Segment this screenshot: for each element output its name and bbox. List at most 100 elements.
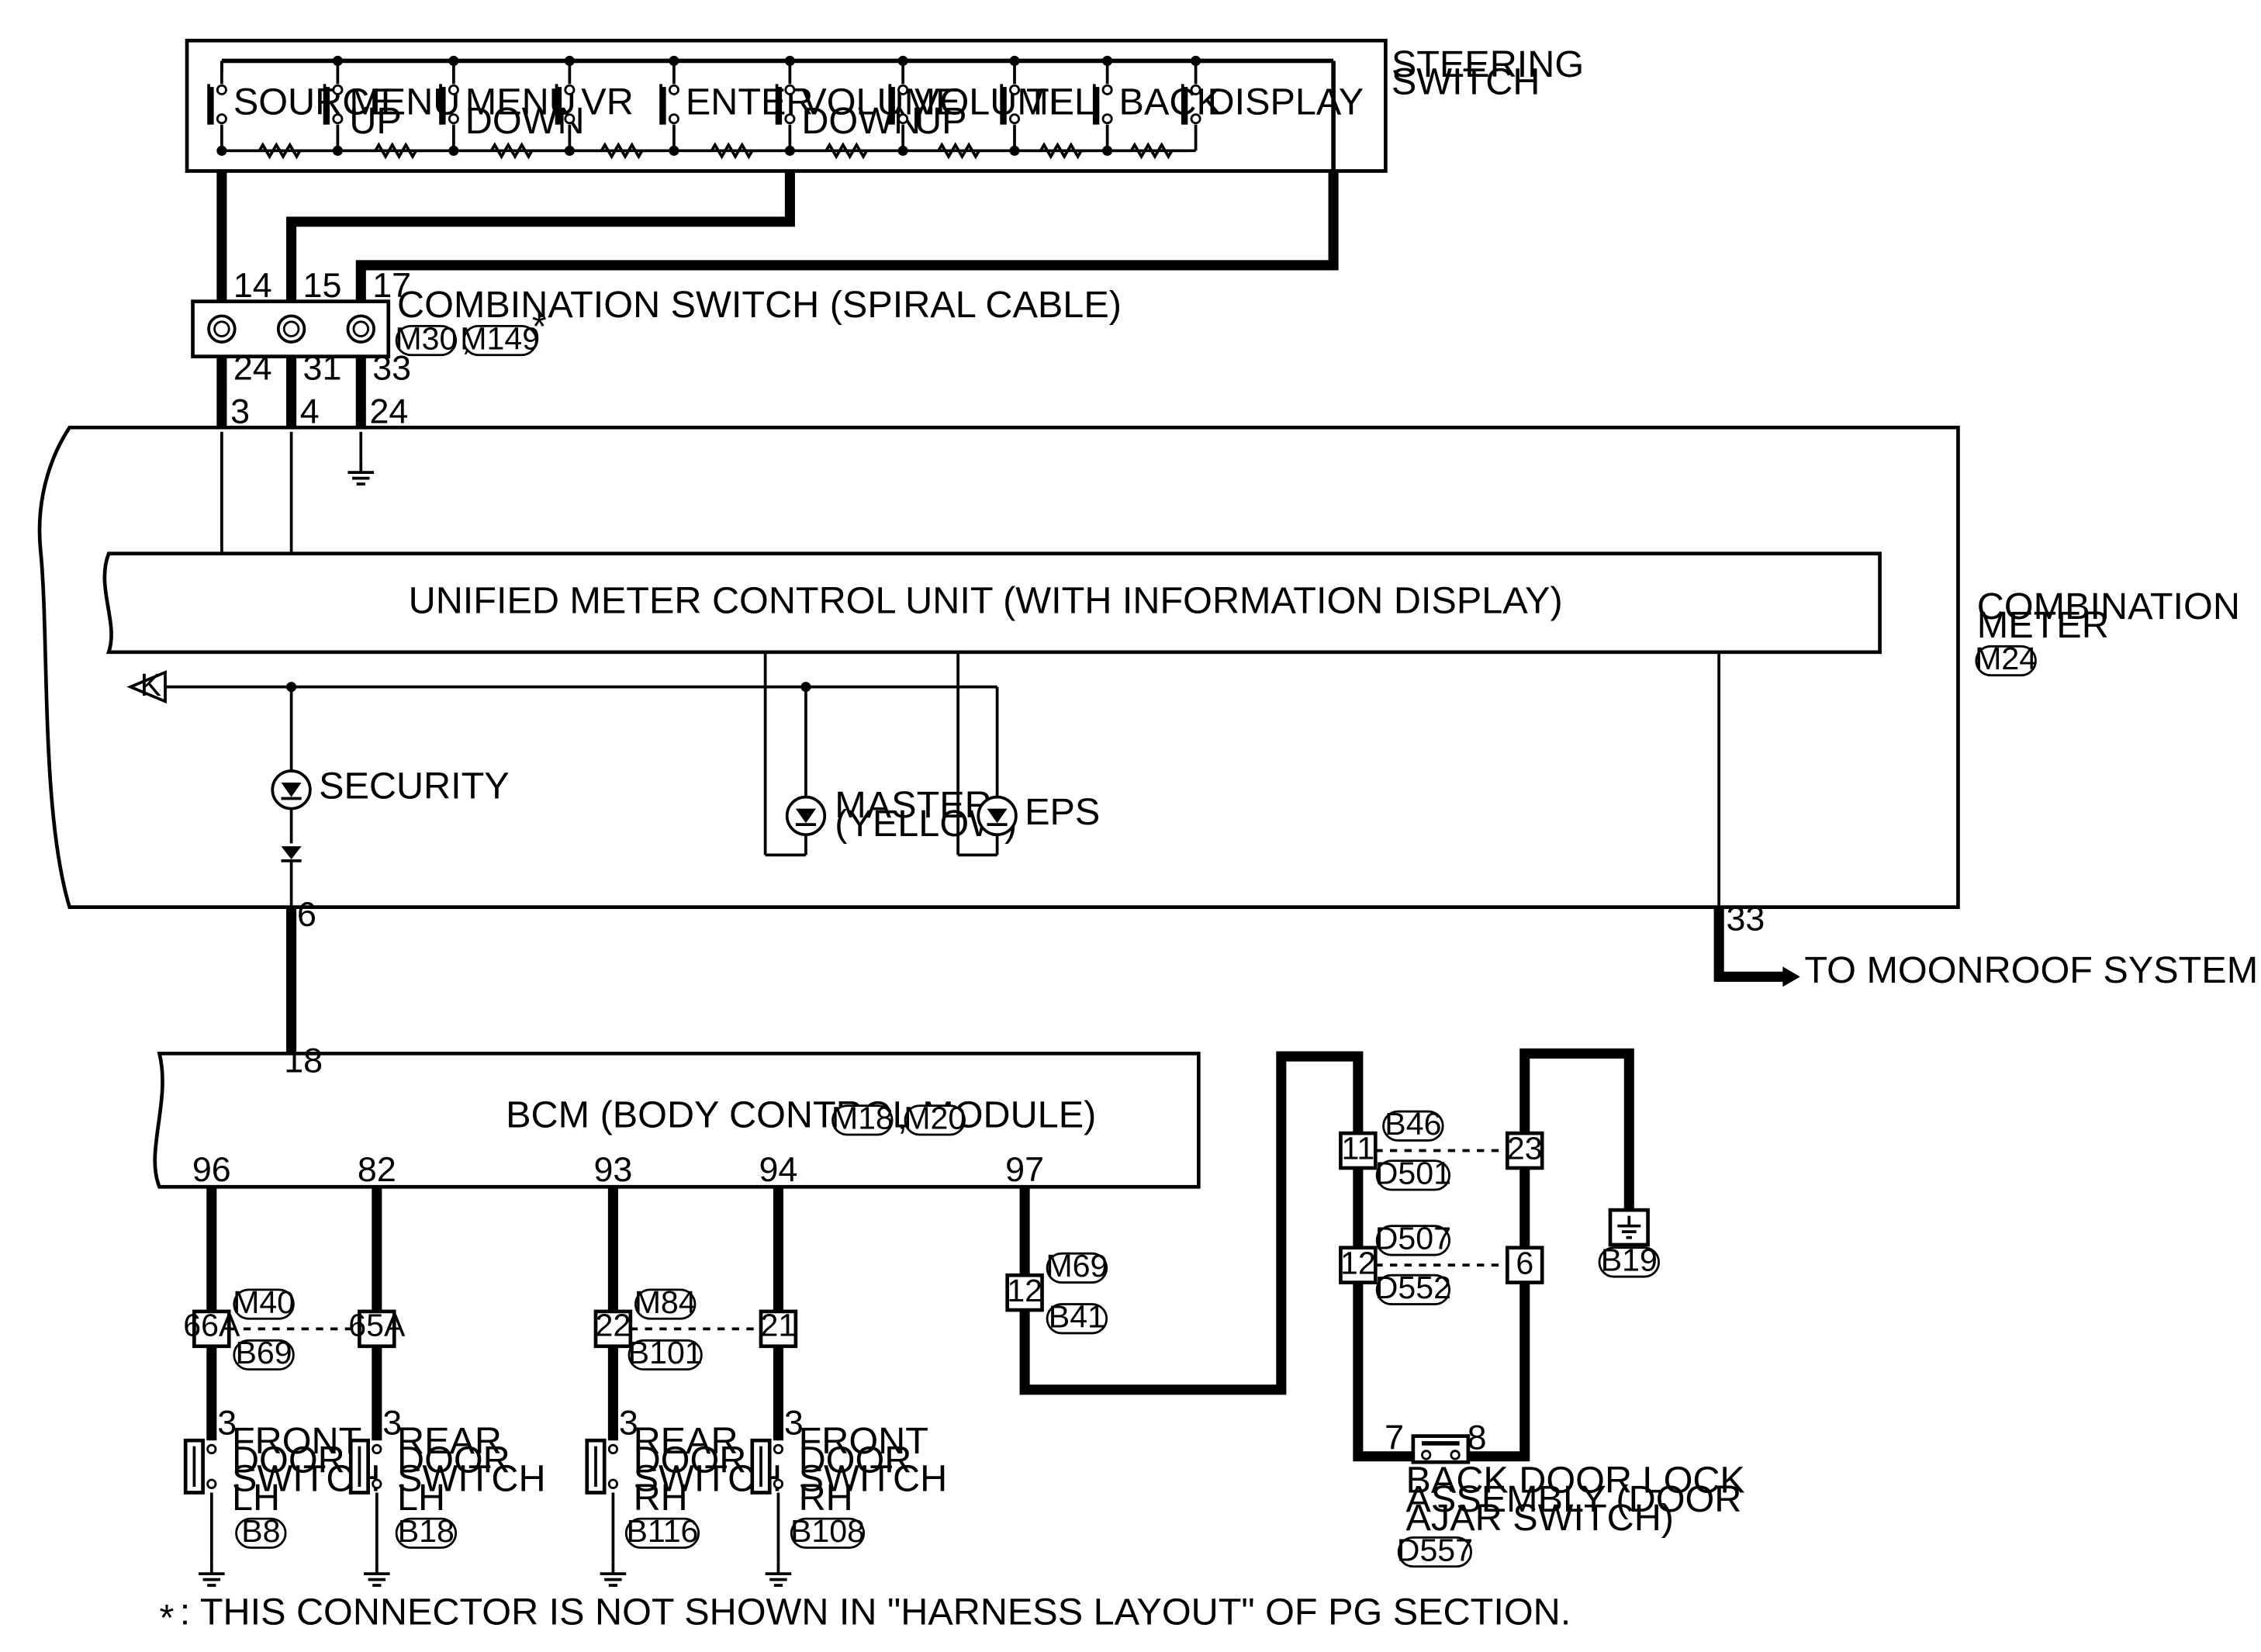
door-switch-label: RH bbox=[634, 1477, 688, 1519]
door-switch-label: DOOR bbox=[634, 1439, 747, 1481]
junction-dot bbox=[564, 145, 575, 156]
terminal-ring bbox=[1101, 84, 1113, 95]
switch-terminal bbox=[773, 1478, 784, 1489]
moonroof-label: TO MOONROOF SYSTEM bbox=[1804, 949, 2258, 991]
spiral-ring-inner bbox=[352, 320, 370, 337]
led-triangle-icon bbox=[795, 808, 817, 824]
door-switch-icon bbox=[183, 1438, 217, 1495]
spiral-terminal-icon bbox=[346, 314, 375, 344]
connector-badge-outline bbox=[904, 1104, 966, 1136]
pin-number: 3 bbox=[217, 1403, 237, 1443]
connector-badge-outline bbox=[233, 1339, 295, 1371]
master-lamp-label: MASTER bbox=[835, 784, 991, 826]
diode-icon bbox=[281, 846, 302, 859]
terminal-ring bbox=[1190, 84, 1201, 95]
connector-id: M84 bbox=[634, 1284, 697, 1320]
connector-badge-outline bbox=[395, 324, 458, 357]
door-switch-icon bbox=[585, 1438, 619, 1495]
pin-number: 15 bbox=[303, 265, 342, 305]
arrow-right-icon bbox=[1782, 966, 1800, 987]
pin-number: 14 bbox=[233, 265, 272, 305]
connector-pin: 66A bbox=[183, 1308, 240, 1343]
inline-connector-box bbox=[1339, 1246, 1378, 1284]
pin-number: 33 bbox=[1726, 899, 1765, 938]
resistor-icon bbox=[346, 142, 445, 160]
terminal-ring bbox=[784, 113, 796, 125]
switch-label-volume-up: VOLUME bbox=[914, 81, 1073, 123]
junction-dot bbox=[784, 145, 795, 156]
connector-badge-outline bbox=[1598, 1246, 1661, 1278]
switch-tel: TEL bbox=[1000, 55, 1095, 156]
connector-id: M149 bbox=[460, 320, 540, 356]
terminal-ring bbox=[216, 84, 227, 95]
pin-number: 6 bbox=[297, 894, 316, 934]
pin-number: 3 bbox=[230, 392, 250, 431]
connector-id: D507 bbox=[1375, 1221, 1451, 1256]
steering-switch-title: STEERING bbox=[1392, 43, 1584, 85]
spiral-terminal-icon bbox=[276, 314, 306, 344]
connector-badge-outline bbox=[831, 1104, 894, 1136]
connector-badge-outline bbox=[1382, 1110, 1444, 1142]
pin-number: 24 bbox=[369, 392, 408, 431]
switch-terminal bbox=[372, 1478, 382, 1489]
connector-id: M24 bbox=[1975, 641, 2037, 676]
wire-ground bbox=[355, 171, 1339, 308]
switch-terminal bbox=[607, 1478, 619, 1489]
connector-badge-outline bbox=[1046, 1303, 1108, 1335]
inline-connector-box bbox=[759, 1309, 798, 1349]
pin-number: 97 bbox=[1005, 1149, 1044, 1189]
connector-pin: 21 bbox=[761, 1308, 797, 1343]
unified-meter-unit-box bbox=[102, 551, 1882, 655]
connector-id: B46 bbox=[1385, 1106, 1441, 1142]
eps-lamp-icon bbox=[977, 795, 1018, 837]
connector-id: B18 bbox=[398, 1513, 455, 1549]
door-switch-label: REAR bbox=[397, 1420, 502, 1462]
switch-vr: VR bbox=[555, 55, 634, 156]
connector-badge-outline bbox=[1375, 1274, 1450, 1305]
connector-id: B41 bbox=[1049, 1298, 1105, 1334]
junction-dot bbox=[897, 145, 908, 156]
wire-ground bbox=[1519, 1048, 1634, 1211]
ground-icon bbox=[364, 1562, 390, 1587]
door-switch-label: DOOR bbox=[232, 1439, 345, 1481]
connector-badge-outline bbox=[1375, 1225, 1450, 1256]
door-switch-label: REAR bbox=[634, 1420, 738, 1462]
terminal-ring bbox=[216, 113, 227, 125]
combination-switch-label: COMBINATION SWITCH (SPIRAL CABLE) bbox=[397, 284, 1122, 326]
footnote-text: : THIS CONNECTOR IS NOT SHOWN IN "HARNES… bbox=[180, 1592, 1571, 1633]
connector-id: M40 bbox=[233, 1284, 295, 1320]
switch-terminal bbox=[607, 1443, 619, 1455]
terminal-ring bbox=[448, 84, 459, 95]
pin-number: 18 bbox=[284, 1041, 323, 1080]
pin-number: 8 bbox=[1468, 1417, 1487, 1457]
led-triangle-icon bbox=[281, 782, 302, 797]
connector-pin: 11 bbox=[1342, 1131, 1375, 1166]
junction-dot bbox=[216, 145, 227, 156]
switch-label-source: SOURCE bbox=[233, 81, 395, 123]
steering-switch-title: SWITCH bbox=[1392, 60, 1540, 102]
switch-terminal bbox=[206, 1443, 217, 1455]
connector-badge-outline bbox=[790, 1517, 866, 1549]
back-door-switch-label: BACK DOOR LOCK bbox=[1406, 1459, 1745, 1501]
door-switch-icon bbox=[750, 1438, 784, 1495]
connector-badge-outline bbox=[233, 1288, 295, 1320]
connector-id: D557 bbox=[1397, 1532, 1473, 1567]
door-switch-label: SWITCH bbox=[799, 1458, 948, 1500]
door-switch-label: FRONT bbox=[799, 1420, 928, 1462]
connector-badge-outline bbox=[395, 1517, 458, 1549]
back-door-switch-label: AJAR SWITCH) bbox=[1406, 1497, 1674, 1539]
pin-number: 3 bbox=[619, 1403, 638, 1443]
door-switch-icon bbox=[348, 1438, 382, 1495]
connector-pin: 12 bbox=[1007, 1273, 1042, 1308]
switch-back: BACK bbox=[1092, 55, 1222, 156]
eps-lamp-label: EPS bbox=[1025, 791, 1100, 833]
pin-number: 82 bbox=[358, 1149, 396, 1189]
switch-label-display: DISPLAY bbox=[1208, 81, 1364, 123]
switch-label-tel: TEL bbox=[1026, 81, 1095, 123]
